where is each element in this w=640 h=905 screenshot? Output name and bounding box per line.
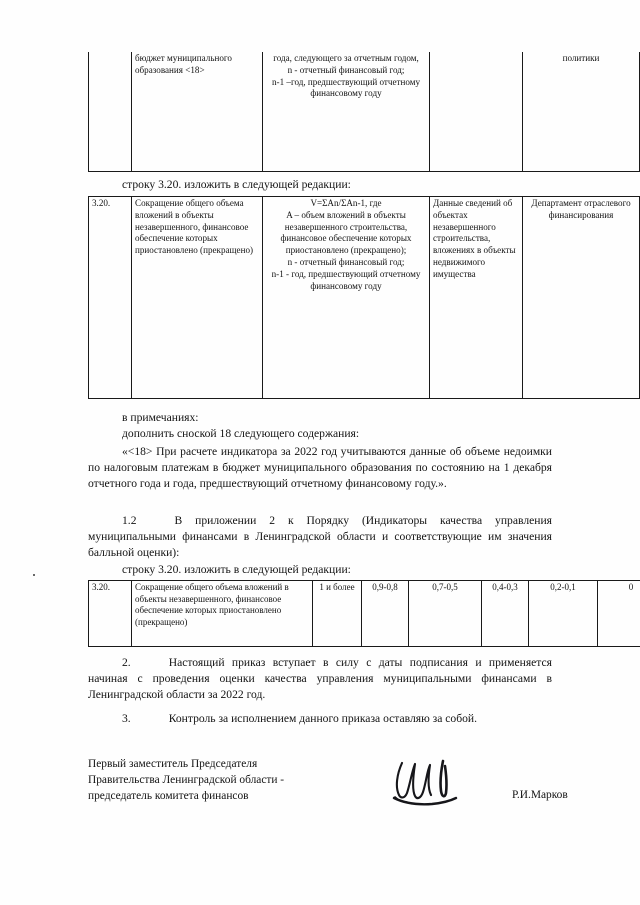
cell-score-band-6: 0 [597,580,640,647]
footnote-18-text: «<18> При расчете индикатора за 2022 год… [88,445,552,490]
footnote-intro-text: дополнить сноской 18 следующего содержан… [122,427,360,440]
signatory-name: Р.И.Марков [512,789,568,801]
cell-data-source [429,52,523,172]
signatory-title-block: Первый заместитель Председателя Правител… [88,756,284,805]
cell-formula: года, следующего за отчетным годом, n - … [262,52,430,172]
cell-formula: V=ΣAn/ΣAn-1, где A – объем вложений в об… [262,196,430,399]
cell-indicator-name: Сокращение общего объема вложений в объе… [131,580,313,647]
signatory-title-line-3: председатель комитета финансов [88,790,249,803]
cell-score-band-3: 0,7-0,5 [408,580,482,647]
paragraph-item-2: 2.Настоящий приказ вступает в силу с дат… [88,655,552,703]
cell-responsible-unit: Департамент отраслевого финансирования [522,196,640,399]
signatory-title-line-2: Правительства Ленинградской области - [88,774,285,787]
notes-header-text: в примечаниях: [122,411,199,424]
item-2-text: Настоящий приказ вступает в силу с даты … [88,656,552,701]
cell-row-number: 3.20. [88,580,132,647]
item-3-text: Контроль за исполнением данного приказа … [168,712,478,725]
cell-row-number: 3.20. [88,196,132,399]
item-1-2-text: В приложении 2 к Порядку (Индикаторы кач… [88,514,552,559]
paragraph-footnote-intro: дополнить сноской 18 следующего содержан… [88,426,552,442]
table-row: бюджет муниципального образования <18> г… [88,52,640,172]
table-continued-indicator: бюджет муниципального образования <18> г… [88,52,640,172]
caption-amend-row-320-first: строку 3.20. изложить в следующей редакц… [122,178,351,191]
item-1-2-number: 1.2 [122,514,137,527]
table-row-320-new-edition: 3.20. Сокращение общего объема вложений … [88,196,640,399]
caption-amend-row-320-second: строку 3.20. изложить в следующей редакц… [122,563,351,576]
cell-indicator-name: бюджет муниципального образования <18> [131,52,263,172]
cell-row-number [88,52,132,172]
cell-score-band-2: 0,9-0,8 [361,580,409,647]
table-row: 3.20. Сокращение общего объема вложений … [88,580,640,647]
cell-data-source: Данные сведений об объектах незавершенно… [429,196,523,399]
cell-responsible-unit: политики [522,52,640,172]
item-2-number: 2. [122,656,131,669]
handwritten-signature-icon [392,759,458,806]
paragraph-item-3: 3. Контроль за исполнением данного приказ… [88,711,552,727]
table-row: 3.20. Сокращение общего объема вложений … [88,196,640,399]
cell-score-band-4: 0,4-0,3 [481,580,529,647]
scan-artifact-dot [33,574,35,576]
paragraph-footnote-18-text: «<18> При расчете индикатора за 2022 год… [88,444,552,492]
signatory-title-line-1: Первый заместитель Председателя [88,758,258,770]
cell-score-band-1: 1 и более [312,580,362,647]
cell-indicator-name: Сокращение общего объема вложений в объе… [131,196,263,399]
cell-score-band-5: 0,2-0,1 [528,580,598,647]
item-3-number: 3. [122,712,131,725]
table-row-320-score-scale: 3.20. Сокращение общего объема вложений … [88,580,640,647]
paragraph-notes-header: в примечаниях: [88,410,552,426]
